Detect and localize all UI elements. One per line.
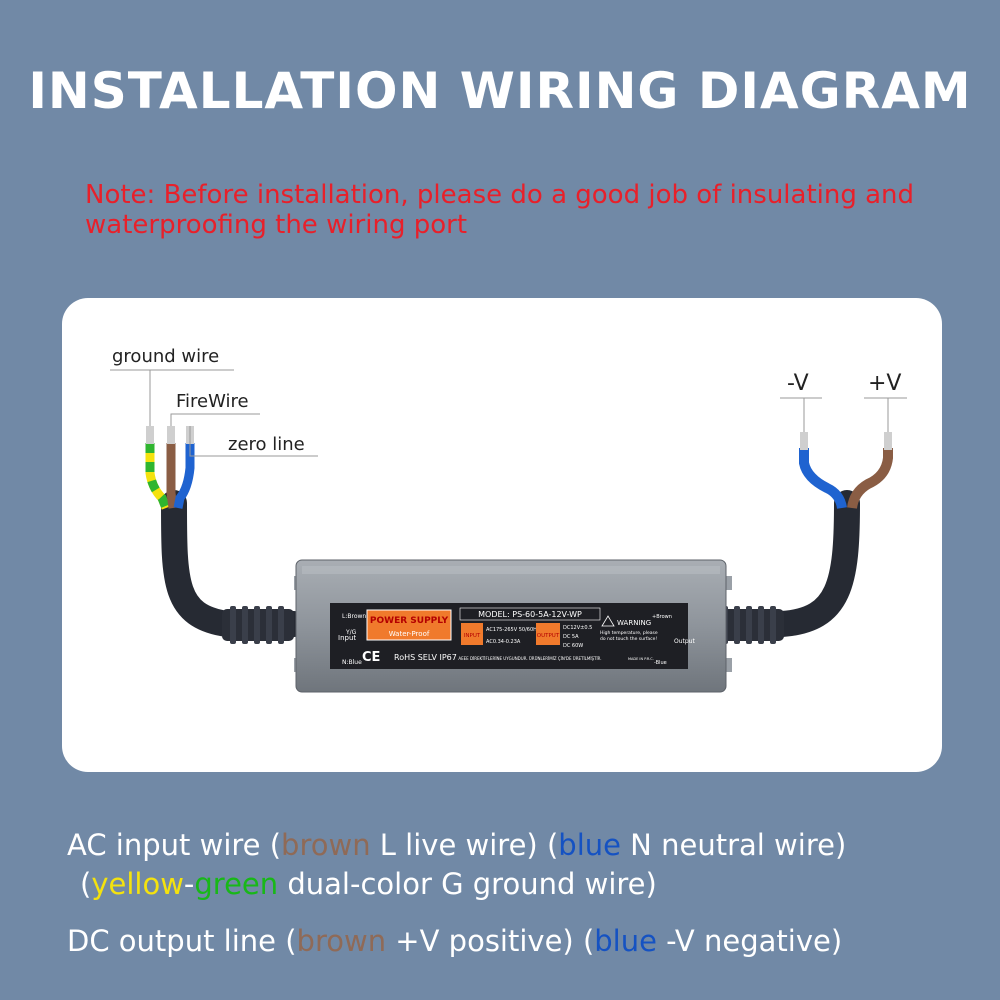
legend-dc-output: DC output line (brown +V positive) (blue… xyxy=(0,924,1000,958)
input-spec-1: AC175-265V 50/60Hz xyxy=(486,627,540,633)
aeee-text: AEEE DİREKTİFLERİNE UYGUNDUR. ÜRÜNLERİMİ… xyxy=(458,656,601,661)
output-tag: OUTPUT xyxy=(537,633,560,639)
output-spec-3: DC 60W xyxy=(563,643,583,649)
input-tag: INPUT xyxy=(464,633,481,639)
zero-line-label: zero line xyxy=(228,434,305,455)
wiring-diagram: L:Brown Y/G Input N:Blue POWER SUPPLY Wa… xyxy=(110,346,907,693)
input-strain-relief xyxy=(222,606,294,644)
model-text: MODEL: PS-60-5A-12V-WP xyxy=(478,610,582,619)
ground-wire-label: ground wire xyxy=(112,346,219,367)
legend-brown-word: brown xyxy=(281,828,371,862)
legend-ground: (yellow-green dual-color G ground wire) xyxy=(0,867,1000,901)
legend-text: DC output line ( xyxy=(67,924,297,958)
legend-blue-word: blue xyxy=(558,828,621,862)
page-title: INSTALLATION WIRING DIAGRAM xyxy=(28,62,972,120)
l-brown-text: L:Brown xyxy=(342,613,366,620)
ground-callout: ground wire xyxy=(110,346,234,426)
warning-line-1: High temperature, please xyxy=(600,630,658,636)
brand-label xyxy=(366,609,452,641)
n-blue-text: N:Blue xyxy=(342,659,362,666)
output-spec-1: DC12V±0.5 xyxy=(563,625,592,631)
warning-icon xyxy=(601,615,615,627)
brand-sub-text: Water-Proof xyxy=(389,630,430,638)
plus-brown-text: +Brown xyxy=(652,614,672,620)
positive-v-label: +V xyxy=(868,371,901,396)
warning-line-2: do not touch the surface! xyxy=(600,636,657,642)
legend-text: ( xyxy=(80,867,92,901)
power-supply-unit: L:Brown Y/G Input N:Blue POWER SUPPLY Wa… xyxy=(294,559,732,693)
legend-text: -V negative) xyxy=(656,924,843,958)
brand-text: POWER SUPPLY xyxy=(370,616,449,626)
legend-text: N neutral wire) xyxy=(620,828,847,862)
input-spec-2: AC0.34-0.23A xyxy=(486,639,521,645)
legend-text: AC input wire ( xyxy=(67,828,282,862)
input-side-text: Input xyxy=(338,634,356,642)
neg-callout: -V xyxy=(780,371,822,432)
legend-text: L live wire) ( xyxy=(370,828,559,862)
output-cable xyxy=(701,490,860,637)
fire-callout: FireWire xyxy=(170,391,260,426)
pos-callout: +V xyxy=(864,371,907,432)
legend-text: +V positive) ( xyxy=(386,924,595,958)
legend-brown-word: brown xyxy=(296,924,387,958)
minus-blue-text: -Blue xyxy=(654,660,667,666)
output-wires xyxy=(799,432,893,509)
legend-yellow-word: yellow xyxy=(91,867,184,901)
legend-text: dual-color G ground wire) xyxy=(278,867,657,901)
output-spec-2: DC 5A xyxy=(563,634,579,640)
input-cable xyxy=(161,490,307,637)
yg-text: Y/G xyxy=(345,629,357,636)
firewire-label: FireWire xyxy=(176,391,249,412)
legend-blue-word: blue xyxy=(594,924,657,958)
zero-callout: zero line xyxy=(189,426,318,457)
legend-text: - xyxy=(183,867,195,901)
legend-green-word: green xyxy=(194,867,279,901)
diagram-card: L:Brown Y/G Input N:Blue POWER SUPPLY Wa… xyxy=(62,298,942,772)
input-wires xyxy=(145,426,195,510)
rohs-text: RoHS SELV IP67 xyxy=(394,653,457,662)
ce-mark: CE xyxy=(362,650,380,665)
installation-note: Note: Before installation, please do a g… xyxy=(85,180,915,240)
output-side-text: Output xyxy=(674,638,695,645)
negative-v-label: -V xyxy=(787,371,809,396)
made-in-text: MADE IN P.R.C. xyxy=(628,657,654,661)
warning-title: WARNING xyxy=(617,619,651,627)
legend-ac-input: AC input wire (brown L live wire) (blue … xyxy=(0,828,1000,862)
